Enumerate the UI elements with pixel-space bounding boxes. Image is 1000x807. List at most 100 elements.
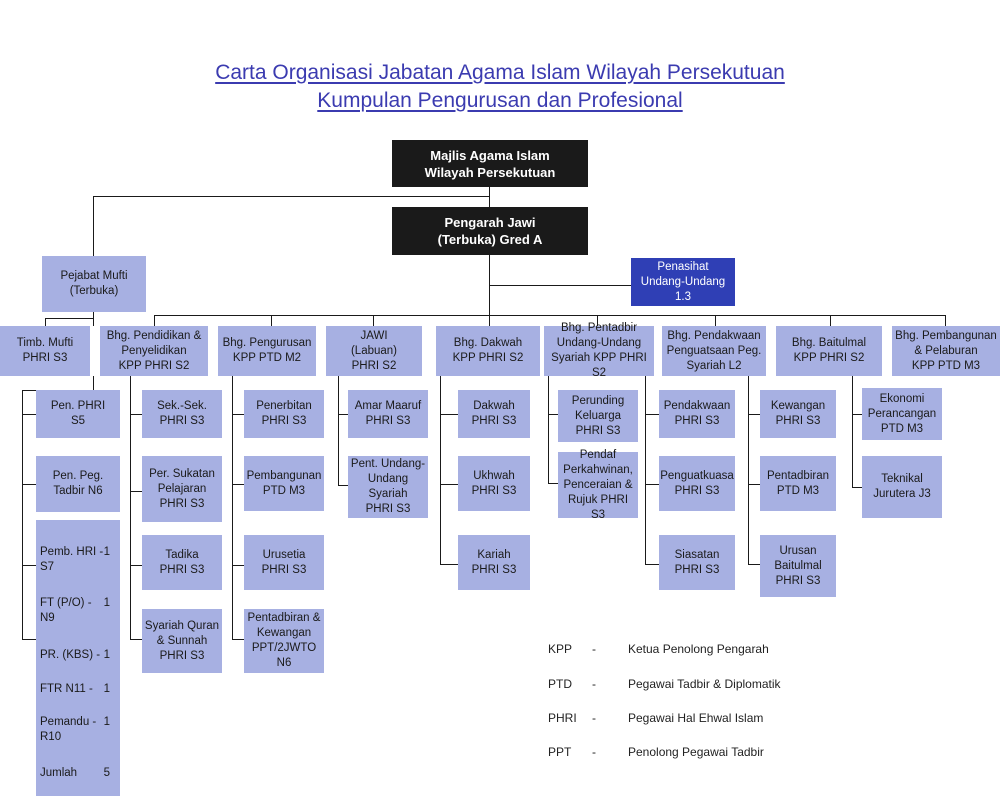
unit-box: Sek.-Sek. PHRI S3 (142, 390, 222, 438)
unit-box: Perunding Keluarga PHRI S3 (558, 390, 638, 442)
connector (154, 315, 155, 326)
legend-desc: Ketua Penolong Pengarah (628, 642, 769, 656)
staff-row: FTR N11 -1 (40, 683, 110, 695)
connector (945, 315, 946, 326)
connector (852, 414, 862, 415)
connector (93, 376, 94, 390)
connector (440, 564, 458, 565)
connector (154, 315, 946, 316)
connector (45, 318, 46, 326)
connector (130, 376, 131, 640)
legend-abbr: PHRI (548, 711, 577, 725)
connector (645, 414, 659, 415)
connector (130, 565, 142, 566)
dept-jawi-labuan: JAWI (Labuan) PHRI S2 (326, 326, 422, 376)
connector (338, 414, 348, 415)
dept-pentadbir-syariah: Bhg. Pentadbir Undang-Undang Syariah KPP… (544, 322, 654, 379)
unit-box: Pendaf Perkahwinan, Penceraian & Rujuk P… (558, 449, 638, 521)
mufti-staff-panel (36, 520, 120, 796)
unit-box: Ukhwah PHRI S3 (458, 456, 530, 511)
connector (373, 315, 374, 326)
unit-box: Pen. PHRI S5 (36, 390, 120, 438)
legend-desc: Pegawai Hal Ehwal Islam (628, 711, 764, 725)
unit-box: Ekonomi Perancangan PTD M3 (862, 388, 942, 440)
unit-box: Penguatkuasa PHRI S3 (659, 456, 735, 511)
connector (748, 484, 760, 485)
connector (748, 376, 749, 565)
connector (645, 484, 659, 485)
connector (22, 390, 23, 640)
unit-box: Pendakwaan PHRI S3 (659, 390, 735, 438)
connector (489, 315, 490, 326)
unit-box: Pent. Undang- Undang Syariah PHRI S3 (348, 456, 428, 518)
connector (271, 315, 272, 326)
unit-box: Urusan Baitulmal PHRI S3 (760, 535, 836, 597)
unit-box: Kewangan PHRI S3 (760, 390, 836, 438)
legend-dash: - (592, 745, 596, 759)
dept-pendidikan: Bhg. Pendidikan & Penyelidikan KPP PHRI … (100, 326, 208, 376)
connector (45, 318, 94, 319)
unit-box: Pentadbiran PTD M3 (760, 456, 836, 511)
connector (548, 376, 549, 484)
connector (22, 565, 36, 566)
unit-box: Dakwah PHRI S3 (458, 390, 530, 438)
unit-box: Pembangunan PTD M3 (244, 456, 324, 511)
legend-desc: Pegawai Tadbir & Diplomatik (628, 677, 781, 691)
unit-box: Teknikal Jurutera J3 (862, 456, 942, 518)
connector (852, 376, 853, 488)
connector (489, 285, 631, 286)
unit-box: Syariah Quran & Sunnah PHRI S3 (142, 609, 222, 673)
legend-dash: - (592, 642, 596, 656)
connector (852, 487, 862, 488)
legend-abbr: PPT (548, 745, 572, 759)
mufti-office-box: Pejabat Mufti (Terbuka) (42, 256, 146, 312)
penasihat-box: Penasihat Undang-Undang 1.3 (631, 258, 735, 306)
dept-baitulmal: Bhg. Baitulmal KPP PHRI S2 (776, 326, 882, 376)
connector (489, 187, 490, 207)
connector (232, 414, 244, 415)
connector (645, 564, 659, 565)
unit-box: Per. Sukatan Pelajaran PHRI S3 (142, 456, 222, 522)
unit-box: Urusetia PHRI S3 (244, 535, 324, 590)
connector (93, 196, 490, 197)
connector (830, 315, 831, 326)
connector (597, 315, 598, 326)
connector (440, 484, 458, 485)
chart-subtitle: Kumpulan Pengurusan dan Profesional (317, 89, 683, 112)
unit-box: Pen. Peg. Tadbir N6 (36, 456, 120, 512)
connector (715, 315, 716, 326)
legend-dash: - (592, 711, 596, 725)
connector (232, 484, 244, 485)
legend-abbr: PTD (548, 677, 572, 691)
pengarah-box: Pengarah Jawi (Terbuka) Gred A (392, 207, 588, 255)
dept-dakwah: Bhg. Dakwah KPP PHRI S2 (436, 326, 540, 376)
connector (440, 376, 441, 565)
staff-row: PR. (KBS) -1 (40, 649, 110, 661)
connector (130, 639, 142, 640)
connector (22, 414, 36, 415)
connector (93, 196, 94, 256)
connector (130, 414, 142, 415)
dept-pengurusan: Bhg. Pengurusan KPP PTD M2 (218, 326, 316, 376)
connector (130, 491, 142, 492)
chart-title: Carta Organisasi Jabatan Agama Islam Wil… (215, 61, 785, 84)
dept-pendakwaan: Bhg. Pendakwaan Penguatsaan Peg. Syariah… (662, 326, 766, 376)
connector (645, 376, 646, 565)
dept-pembangunan: Bhg. Pembangunan & Pelaburan KPP PTD M3 (892, 326, 1000, 376)
connector (22, 639, 36, 640)
connector (548, 414, 558, 415)
connector (748, 564, 760, 565)
unit-box: Penerbitan PHRI S3 (244, 390, 324, 438)
connector (338, 376, 339, 486)
majlis-box: Majlis Agama Islam Wilayah Persekutuan (392, 140, 588, 187)
connector (232, 565, 244, 566)
legend-desc: Penolong Pegawai Tadbir (628, 745, 764, 759)
connector (338, 485, 348, 486)
connector (22, 484, 36, 485)
legend-dash: - (592, 677, 596, 691)
unit-box: Siasatan PHRI S3 (659, 535, 735, 590)
connector (232, 376, 233, 640)
